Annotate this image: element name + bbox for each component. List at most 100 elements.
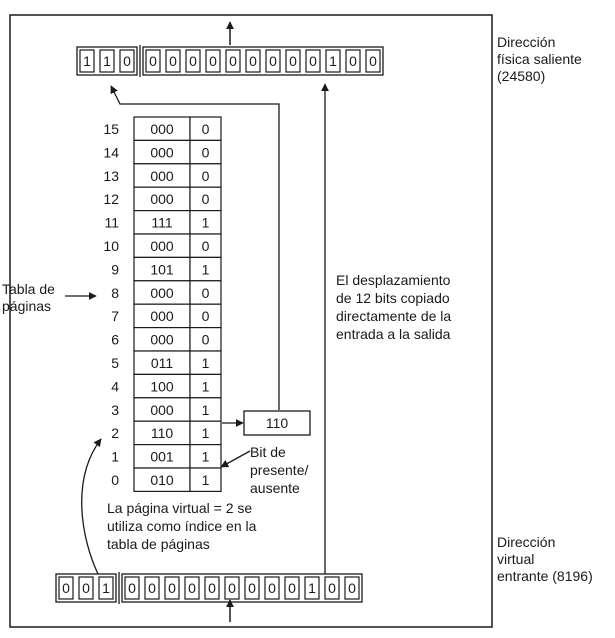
input_address-page-bits-frame <box>55 573 117 603</box>
output_address-bit-value: 0 <box>369 53 377 69</box>
input_address-bit-cell <box>98 576 114 600</box>
frame-number: 000 <box>150 332 174 348</box>
input_address-bit-cell <box>78 576 94 600</box>
output_address-bit-value: 0 <box>289 53 297 69</box>
input-address-label: Dirección virtual entrante (8196) <box>497 534 593 584</box>
page-table-label: Tabla de páginas <box>2 281 55 314</box>
output_address-bit-cell <box>99 49 115 73</box>
present-bit: 1 <box>202 472 210 488</box>
input_address-bit-value: 0 <box>168 580 176 596</box>
frame-output-box <box>243 410 311 436</box>
frame-to-output-arrow <box>110 85 280 410</box>
row-index: 5 <box>111 355 119 371</box>
output_address-bit-cell <box>185 49 201 73</box>
present-bit: 0 <box>202 308 210 324</box>
row-index: 1 <box>111 449 119 465</box>
present-bit: 0 <box>202 121 210 137</box>
row-index: 15 <box>103 121 119 137</box>
row-index: 10 <box>103 238 119 254</box>
frame-number: 001 <box>150 449 174 465</box>
present-bit: 0 <box>202 332 210 348</box>
output_address-bit-cell <box>345 49 361 73</box>
input_address-bit-value: 0 <box>248 580 256 596</box>
frame-number: 111 <box>151 215 172 231</box>
present-bit: 1 <box>202 215 210 231</box>
present-bit: 1 <box>202 425 210 441</box>
row-index: 3 <box>111 402 119 418</box>
frame-number: 110 <box>151 425 174 441</box>
input_address-bit-value: 0 <box>62 580 70 596</box>
output_address-bit-value: 1 <box>83 53 91 69</box>
present-note-arrow <box>220 450 251 468</box>
frame-number: 000 <box>150 191 174 207</box>
frame-number: 000 <box>150 308 174 324</box>
output_address-bit-cell <box>145 49 161 73</box>
present-bit: 0 <box>202 144 210 160</box>
frame-output-value: 110 <box>266 415 289 431</box>
output_address-bit-cell <box>119 49 135 73</box>
input_address-bit-cell <box>164 576 180 600</box>
output_address-bit-cell <box>265 49 281 73</box>
row-index: 11 <box>104 215 119 231</box>
input_address-bit-cell <box>124 576 140 600</box>
row-index: 2 <box>111 425 119 441</box>
input_address-bit-value: 0 <box>328 580 336 596</box>
input_address-bit-value: 1 <box>102 580 110 596</box>
output_address-bit-value: 0 <box>249 53 257 69</box>
frame-number: 000 <box>150 285 174 301</box>
frame-number: 000 <box>150 144 174 160</box>
input_address-bit-cell <box>244 576 260 600</box>
frame-number: 000 <box>150 168 174 184</box>
output_address-bit-value: 0 <box>169 53 177 69</box>
present-bit: 1 <box>202 402 210 418</box>
output_address-bit-cell <box>225 49 241 73</box>
frame-number: 010 <box>150 472 174 488</box>
output_address-bit-value: 0 <box>189 53 197 69</box>
output_address-bit-value: 0 <box>229 53 237 69</box>
present-bit: 1 <box>202 261 210 277</box>
input_address-bit-value: 0 <box>348 580 356 596</box>
frame-number: 100 <box>150 378 174 394</box>
present-bit: 0 <box>202 168 210 184</box>
present-bit-note: Bit de presente/ ausente <box>250 444 312 496</box>
outer-frame <box>9 14 493 628</box>
offset-note: El desplazamiento de 12 bits copiado dir… <box>336 272 455 342</box>
row-index: 4 <box>111 378 119 394</box>
frame-number: 000 <box>150 238 174 254</box>
row-index: 12 <box>103 191 119 207</box>
input_address-bit-value: 0 <box>148 580 156 596</box>
row-index: 14 <box>103 144 119 160</box>
virtual-page-note: La página virtual = 2 se utiliza como ín… <box>107 500 260 552</box>
row-index: 6 <box>111 332 119 348</box>
row-index: 9 <box>111 261 119 277</box>
output_address-bit-value: 0 <box>123 53 131 69</box>
input_address-offset-bits-frame <box>121 573 363 603</box>
input_address-bit-value: 0 <box>288 580 296 596</box>
input_address-bit-cell <box>144 576 160 600</box>
row-index: 7 <box>111 308 119 324</box>
input_address-bit-value: 0 <box>208 580 216 596</box>
output_address-bit-value: 0 <box>149 53 157 69</box>
output_address-bit-value: 0 <box>309 53 317 69</box>
present-bit: 0 <box>202 285 210 301</box>
input_address-bit-value: 1 <box>308 580 316 596</box>
output_address-bit-value: 1 <box>103 53 111 69</box>
output_address-bit-cell <box>305 49 321 73</box>
present-cell <box>189 467 222 492</box>
page-table-row: 2 110 1 <box>111 420 222 446</box>
input_address-bit-value: 0 <box>128 580 136 596</box>
output_address-bit-cell <box>365 49 381 73</box>
output_address-bit-value: 0 <box>269 53 277 69</box>
